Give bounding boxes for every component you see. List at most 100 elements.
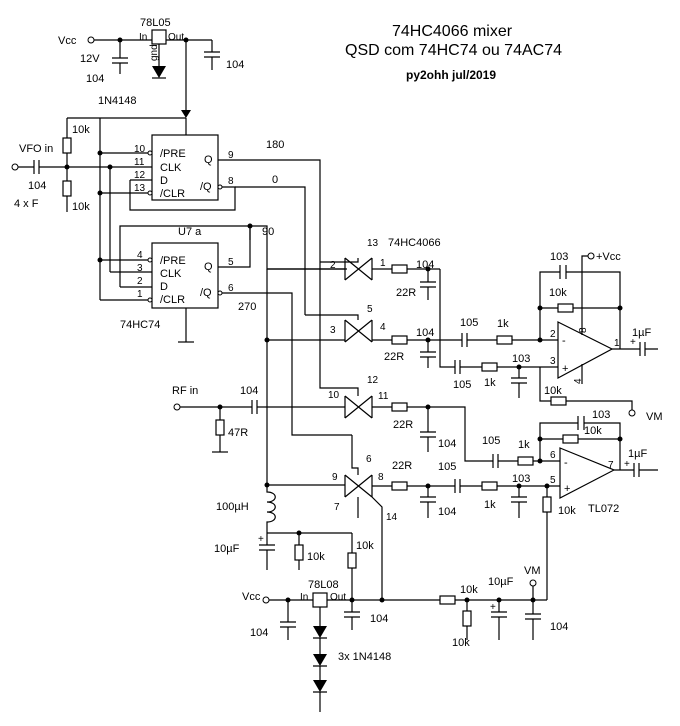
s3-ctl-pin: 12 <box>367 375 379 386</box>
s1-ctl-pin: 13 <box>367 238 379 249</box>
rf-r-label: 47R <box>228 427 248 439</box>
cap-out2-label: 104 <box>370 613 388 625</box>
s2-ctl-pin: 5 <box>367 304 373 315</box>
ch2-c104a-label: 104 <box>438 438 456 450</box>
vm-cap-plus: + <box>490 602 496 613</box>
ff2-pin-q: 5 <box>228 257 234 268</box>
rf-cap-label: 104 <box>240 385 258 397</box>
rf-connector-icon[interactable] <box>173 403 181 411</box>
ff1-clr: /CLR <box>160 188 185 200</box>
reg-out-label: Out <box>168 32 184 43</box>
s4-in-pin: 9 <box>332 472 338 483</box>
ch1-c103fb-label: 103 <box>550 251 568 263</box>
channel-1: 22R 104 105 1k 103 22R 104 105 1k 103 10… <box>372 251 663 423</box>
ch1-pin3: 3 <box>550 356 556 367</box>
channel-2: 22R 104 105 1k 22R 104 105 1k 103 10k 10… <box>372 402 658 600</box>
ch1-minus: - <box>562 335 566 347</box>
ff2-pin-nq: 6 <box>228 283 234 294</box>
ch1-r22b-label: 22R <box>384 351 404 363</box>
ch2-part-label: TL072 <box>588 503 619 515</box>
ff1-pin-clr: 13 <box>134 183 146 194</box>
vfo-label: VFO in <box>19 143 53 155</box>
diode-icon <box>181 110 191 118</box>
s2-in-pin: 3 <box>330 325 336 336</box>
ff2-pre: /PRE <box>160 255 186 267</box>
ch1-c105b-label: 105 <box>453 379 471 391</box>
rf-input: RF in 104 47R 100µH + 10µF 10k 10k <box>172 385 374 600</box>
ff2-pin-pre: 4 <box>137 250 143 261</box>
ch1-c105a-label: 105 <box>460 317 478 329</box>
ff2-d: D <box>160 281 168 293</box>
s2-out-pin: 4 <box>380 322 386 333</box>
ff2-pin-d: 2 <box>137 276 143 287</box>
regulator-label: 78L05 <box>140 17 171 29</box>
flipflop-2: U7 a /PRE CLK D /CLR Q /Q 4 3 2 1 5 6 74… <box>97 223 352 436</box>
ff2-part: 74HC74 <box>120 319 160 331</box>
s3-in-pin: 10 <box>328 390 340 401</box>
s3-out-pin: 11 <box>378 391 389 402</box>
voltage-label: 12V <box>80 53 100 65</box>
title-line2: QSD com 74HC74 ou 74AC74 <box>345 42 562 59</box>
vfo-cap-label: 104 <box>28 180 46 192</box>
vm-r-top-label: 10k <box>460 584 478 596</box>
vfo-connector-icon[interactable] <box>11 163 19 171</box>
ch1-pin1: 1 <box>614 338 620 349</box>
reg-in-label: In <box>139 32 147 43</box>
cap-in-label: 104 <box>86 73 104 85</box>
ff2-name: U7 a <box>178 226 202 238</box>
ff2-nq: /Q <box>200 287 212 299</box>
rf-r-b-label: 10k <box>356 540 374 552</box>
phase-270-label: 270 <box>238 301 256 313</box>
ch2-c104b-label: 104 <box>438 506 456 518</box>
ch2-r22a-label: 22R <box>393 419 413 431</box>
power-supply-5v: Vcc 12V 104 78L05 In Out 104 gnd 1N4148 <box>58 17 244 135</box>
ff2-q: Q <box>204 261 213 273</box>
author-credit: py2ohh jul/2019 <box>406 68 496 82</box>
ch2-r22b-label: 22R <box>392 460 412 472</box>
vfo-r-top-label: 10k <box>72 124 90 136</box>
ch1-cap-plus: + <box>630 337 636 348</box>
ch2-c105b-label: 105 <box>438 461 456 473</box>
diode-icon <box>313 626 327 638</box>
title-line1: 74HC4066 mixer <box>392 23 513 40</box>
ch1-pin4: 4 <box>573 378 584 384</box>
s4-out-pin: 8 <box>378 472 384 483</box>
ff1-pin-d: 12 <box>134 170 146 181</box>
ff1-pin-q: 9 <box>228 150 234 161</box>
ff2-pin-clr: 1 <box>137 289 143 300</box>
s1-out-pin: 1 <box>380 258 386 269</box>
flipflop-1: /PRE CLK D /CLR Q /Q 10 11 12 13 9 8 180… <box>97 118 321 305</box>
ch1-vcc-label: +Vcc <box>596 251 621 263</box>
diode-label: 1N4148 <box>98 95 137 107</box>
ch2-r1kb-label: 1k <box>484 499 496 511</box>
phase-90-label: 90 <box>262 226 274 238</box>
regulator-78l08 <box>312 592 328 608</box>
s4-ctl-pin: 6 <box>366 454 372 465</box>
regulator-78l05 <box>151 29 167 45</box>
regulator2-label: 78L08 <box>308 579 339 591</box>
ch2-c103in-label: 103 <box>512 473 530 485</box>
ch2-cout-label: 1µF <box>628 448 647 460</box>
ch2-r1ka-label: 1k <box>518 439 530 451</box>
opamp-2 <box>559 447 616 499</box>
ch1-cout-label: 1µF <box>632 327 651 339</box>
vm-cap-label: 104 <box>550 621 568 633</box>
vm-label: VM <box>524 565 541 577</box>
switch-part-label: 74HC4066 <box>388 237 441 249</box>
vcc-label: Vcc <box>58 35 77 47</box>
phase-180-label: 180 <box>266 139 284 151</box>
vfo-input: VFO in 104 4 x F 10k 10k <box>11 117 152 213</box>
ch1-r1kb-label: 1k <box>484 377 496 389</box>
vcc2-label: Vcc <box>242 591 261 603</box>
ch2-pin5: 5 <box>550 475 556 486</box>
ff1-pin-clk: 11 <box>134 157 145 168</box>
vfo-r-bot-label: 10k <box>72 201 90 213</box>
ch1-r10kvm-label: 10k <box>544 385 562 397</box>
ch1-c103in-label: 103 <box>512 353 530 365</box>
ch2-c103fb-label: 103 <box>592 409 610 421</box>
rf-label: RF in <box>172 385 198 397</box>
ff1-nq: /Q <box>200 181 212 193</box>
cap-out-label: 104 <box>226 59 244 71</box>
s1-in-pin: 2 <box>330 260 336 271</box>
